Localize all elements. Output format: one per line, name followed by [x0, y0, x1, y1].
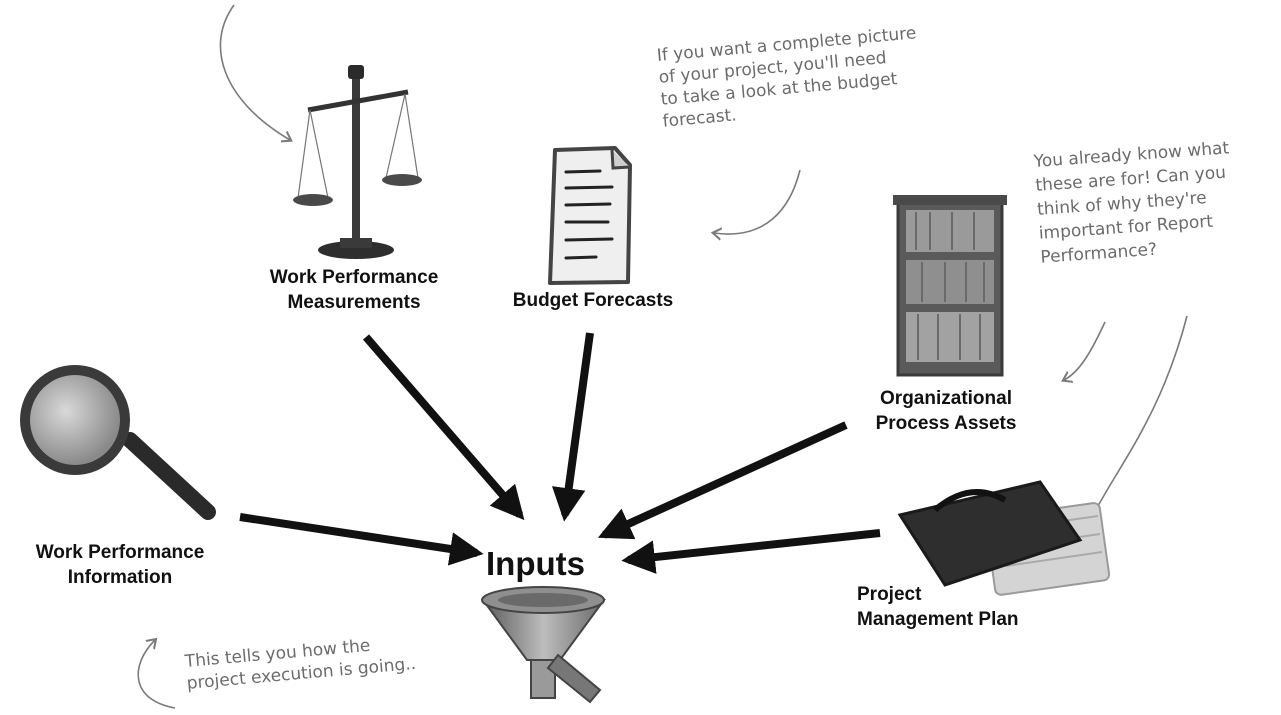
arrow-plan	[621, 529, 881, 574]
note-process-assets: You already know what these are for! Can…	[1033, 138, 1230, 268]
document-icon	[548, 146, 632, 285]
arrow-measurements	[362, 334, 525, 521]
funnel-icon	[481, 586, 606, 704]
arrow-information	[239, 513, 484, 566]
label-budget-forecasts: Budget Forecasts	[512, 290, 674, 311]
arrow-budget	[552, 332, 594, 522]
pointer-to-scale	[219, 4, 290, 140]
label-project-management-plan: Project Management Plan	[857, 584, 1019, 630]
annotation-arrows	[137, 4, 1188, 709]
briefcase-icon	[897, 480, 1111, 596]
label-work-performance-information: Work Performance Information	[35, 542, 205, 588]
input-arrows	[239, 332, 881, 574]
bookshelf-icon	[893, 195, 1007, 377]
pointer-to-information	[137, 640, 176, 709]
inputs-title: Inputs	[486, 545, 585, 582]
pointer-to-assets	[1064, 321, 1106, 380]
label-work-performance-measurements: Work Performance Measurements	[269, 267, 439, 313]
pointer-to-budget	[714, 169, 801, 234]
arrow-assets	[597, 421, 848, 540]
label-organizational-process-assets: Organizational Process Assets	[875, 388, 1017, 434]
pointer-to-plan	[1090, 315, 1188, 521]
magnifier-icon	[20, 365, 216, 520]
scale-icon	[293, 65, 422, 259]
